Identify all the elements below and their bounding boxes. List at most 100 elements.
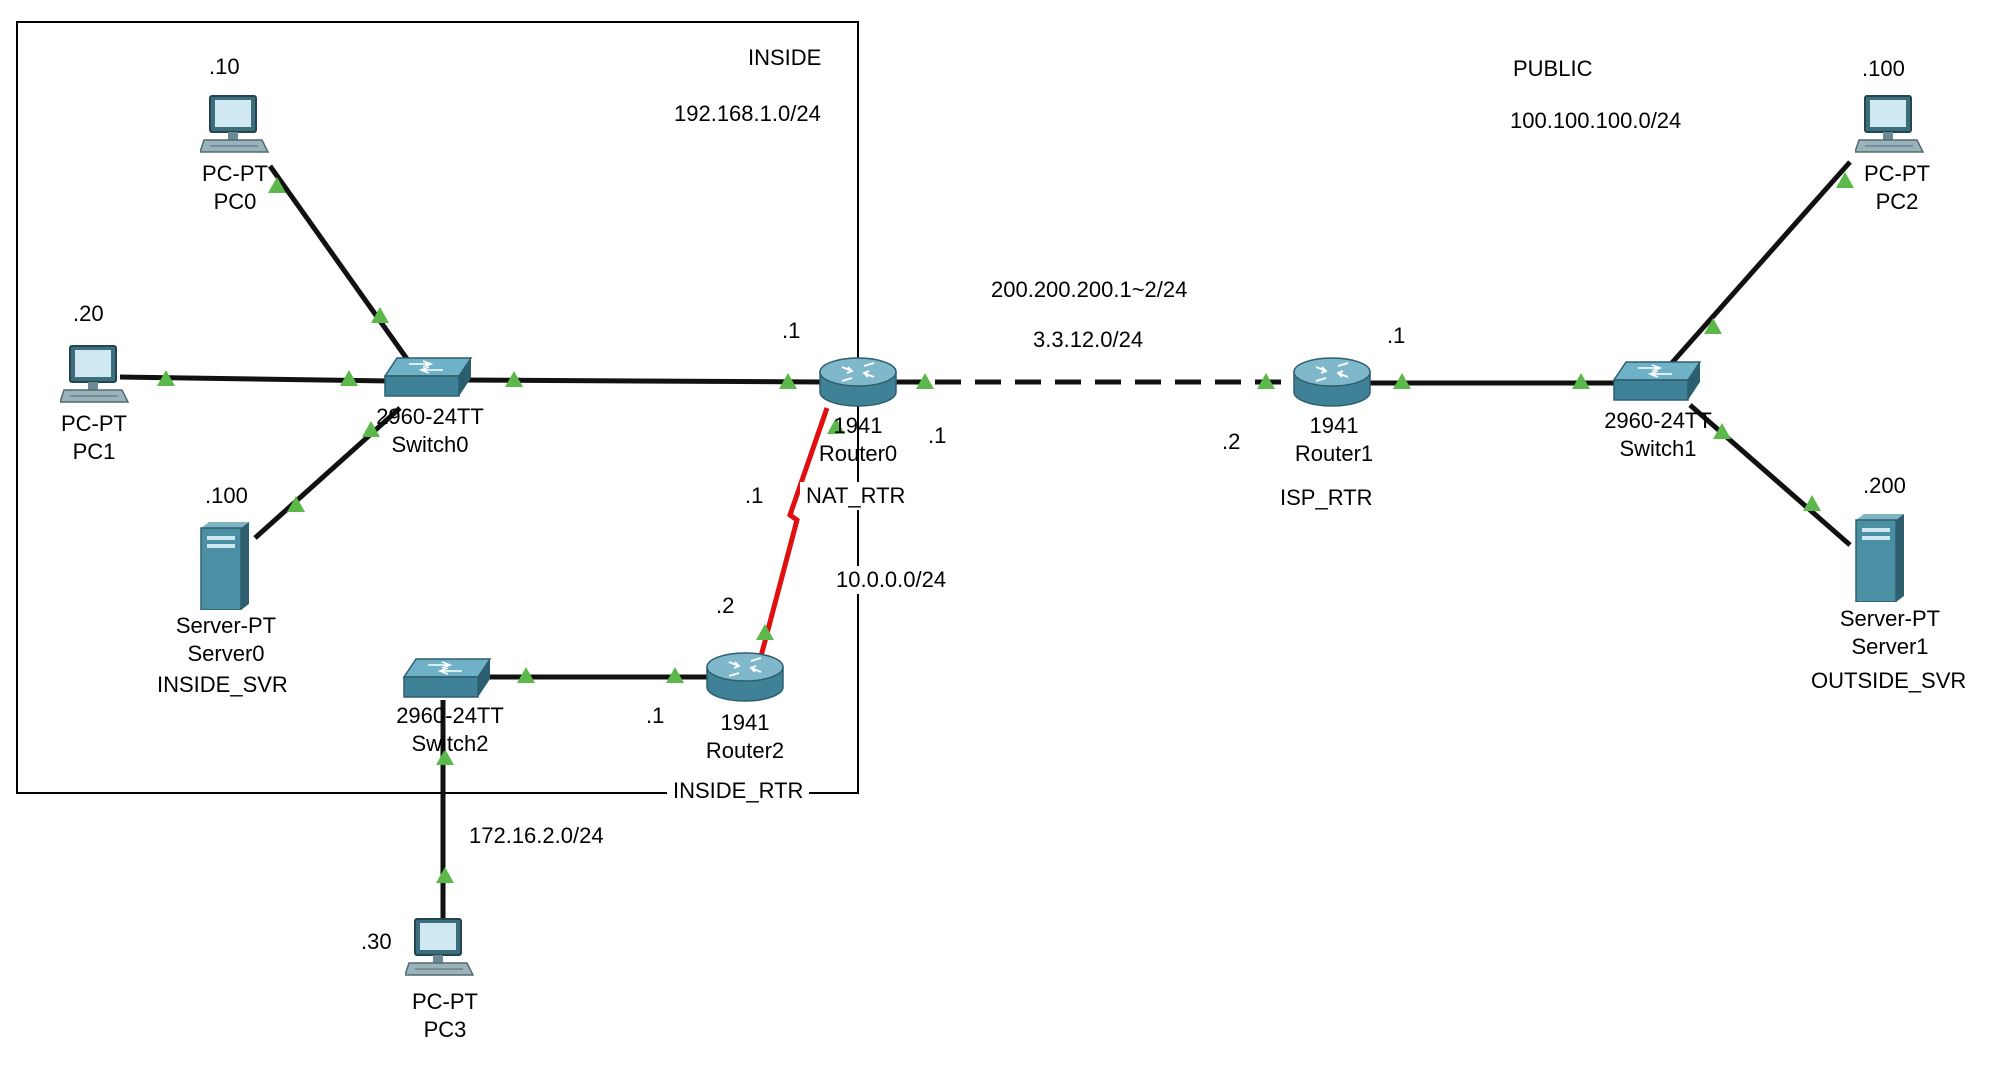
server1-type: Server-PT [1839, 606, 1941, 631]
router1-icon[interactable] [1292, 356, 1372, 410]
link-up-marker [268, 177, 286, 193]
inside-area-border [16, 21, 859, 794]
link-up-marker [340, 370, 358, 386]
link-up-marker [1393, 373, 1411, 389]
router0-role-label: NAT_RTR [800, 482, 912, 510]
pc2-icon[interactable] [1855, 92, 1925, 158]
link-up-marker [1836, 172, 1854, 188]
switch2-name: Switch2 [411, 731, 489, 756]
pc2-name: PC2 [1875, 189, 1919, 214]
link-up-marker [1257, 373, 1275, 389]
pc3-label: PC-PT PC3 [412, 988, 478, 1044]
switch0-name: Switch0 [391, 432, 469, 457]
router2-name: Router2 [705, 738, 785, 763]
serial-network-label: 10.0.0.0/24 [830, 566, 953, 594]
link-up-marker [287, 496, 305, 512]
router0-type: 1941 [833, 413, 883, 438]
pc0-icon[interactable] [200, 92, 270, 158]
router2-label: 1941 Router2 [706, 709, 784, 765]
router0-label: 1941 Router0 [819, 412, 897, 468]
router1-lan-ip-label: .1 [1381, 322, 1412, 350]
server0-name: Server0 [187, 641, 265, 666]
link-pc0-switch0 [267, 164, 415, 368]
switch1-label: 2960-24TT Switch1 [1604, 407, 1712, 463]
link-up-marker [1803, 495, 1821, 511]
pc3-network-label: 172.16.2.0/24 [463, 822, 610, 850]
pc3-name: PC3 [423, 1017, 467, 1042]
router2-role-label: INSIDE_RTR [667, 777, 810, 805]
pc1-ip-label: .20 [67, 300, 110, 328]
link-up-marker [1704, 318, 1722, 334]
link-up-marker [827, 418, 845, 434]
public-area-title: PUBLIC [1507, 55, 1599, 83]
link-up-marker [1713, 423, 1731, 439]
router0-icon[interactable] [818, 356, 898, 410]
server1-icon[interactable] [1850, 514, 1908, 602]
link-up-marker [436, 867, 454, 883]
pc0-label: PC-PT PC0 [202, 160, 268, 216]
router2-icon[interactable] [705, 651, 785, 705]
switch1-name: Switch1 [1619, 436, 1697, 461]
server1-ip-label: .200 [1857, 472, 1912, 500]
pc3-ip-label: .30 [355, 928, 398, 956]
router1-role-label: ISP_RTR [1274, 484, 1379, 512]
router0-serial-ip-label: .1 [739, 482, 770, 510]
pc2-ip-label: .100 [1856, 55, 1911, 83]
link-up-marker [1572, 373, 1590, 389]
public-network-label: 100.100.100.0/24 [1504, 107, 1688, 135]
switch0-label: 2960-24TT Switch0 [376, 403, 484, 459]
router1-wan-ip-label: .2 [1216, 428, 1247, 456]
router0-lan-ip-label: .1 [776, 317, 807, 345]
switch2-icon[interactable] [402, 657, 492, 703]
router2-lan-ip-label: .1 [640, 702, 671, 730]
link-up-marker [916, 373, 934, 389]
link-up-marker [505, 371, 523, 387]
server0-ip-label: .100 [199, 482, 254, 510]
pc0-type: PC-PT [202, 161, 268, 186]
server1-label: Server-PT Server1 [1840, 605, 1940, 661]
router2-type: 1941 [720, 710, 770, 735]
link-status-markers [157, 172, 1854, 883]
server1-name: Server1 [1851, 634, 1929, 659]
pc0-name: PC0 [213, 189, 257, 214]
link-up-marker [666, 667, 684, 683]
link-up-marker [779, 373, 797, 389]
server0-label: Server-PT Server0 [176, 612, 276, 668]
router1-type: 1941 [1309, 413, 1359, 438]
router1-name: Router1 [1294, 441, 1374, 466]
link-up-marker [436, 749, 454, 765]
switch2-type: 2960-24TT [396, 703, 504, 728]
wan-range-label: 200.200.200.1~2/24 [985, 276, 1194, 304]
link-switch1-pc2 [1668, 160, 1852, 367]
server0-icon[interactable] [195, 522, 253, 610]
serial-link-router0-router2 [757, 407, 830, 661]
pc3-type: PC-PT [412, 989, 478, 1014]
link-up-marker [517, 667, 535, 683]
router2-serial-ip-label: .2 [710, 592, 741, 620]
link-switch1-server1 [1688, 403, 1852, 547]
router1-label: 1941 Router1 [1295, 412, 1373, 468]
server1-role-label: OUTSIDE_SVR [1805, 667, 1973, 695]
router0-wan-ip-label: .1 [922, 422, 953, 450]
inside-area-title: INSIDE [742, 44, 828, 72]
link-switch0-router0 [464, 377, 821, 385]
link-up-marker [157, 370, 175, 386]
pc3-icon[interactable] [405, 915, 475, 981]
link-up-marker [362, 421, 380, 437]
pc1-label: PC-PT PC1 [61, 410, 127, 466]
pc0-ip-label: .10 [203, 53, 246, 81]
switch1-icon[interactable] [1612, 360, 1702, 406]
link-up-marker [371, 307, 389, 323]
switch1-type: 2960-24TT [1604, 408, 1712, 433]
switch0-icon[interactable] [383, 356, 473, 402]
server0-type: Server-PT [175, 613, 277, 638]
pc2-type: PC-PT [1864, 161, 1930, 186]
switch0-type: 2960-24TT [376, 404, 484, 429]
pc1-type: PC-PT [61, 411, 127, 436]
link-up-marker [756, 624, 774, 640]
pc1-icon[interactable] [60, 342, 130, 408]
switch2-label: 2960-24TT Switch2 [396, 702, 504, 758]
router0-name: Router0 [818, 441, 898, 466]
